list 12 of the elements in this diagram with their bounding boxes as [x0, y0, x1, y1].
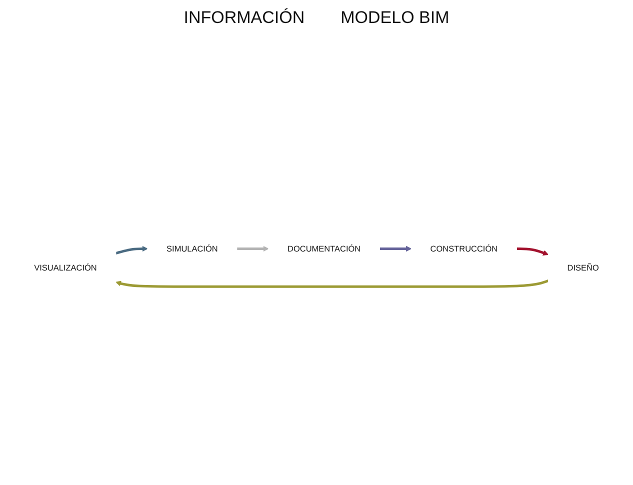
arrow — [516, 247, 549, 256]
center-label: INFORMACIÓN — [184, 8, 305, 28]
arrow — [116, 279, 549, 288]
node-text: DISEÑO — [567, 262, 599, 272]
node-text: CONSTRUCCIÓN — [430, 244, 498, 254]
center-label: MODELO BIM — [340, 8, 450, 28]
node-text: DOCUMENTACIÓN — [288, 244, 361, 254]
arrow — [380, 246, 412, 252]
node-text: SIMULACIÓN — [166, 244, 218, 254]
node-text: VISUALIZACIÓN — [34, 262, 97, 272]
arrow — [236, 246, 269, 252]
arrow — [116, 246, 148, 254]
